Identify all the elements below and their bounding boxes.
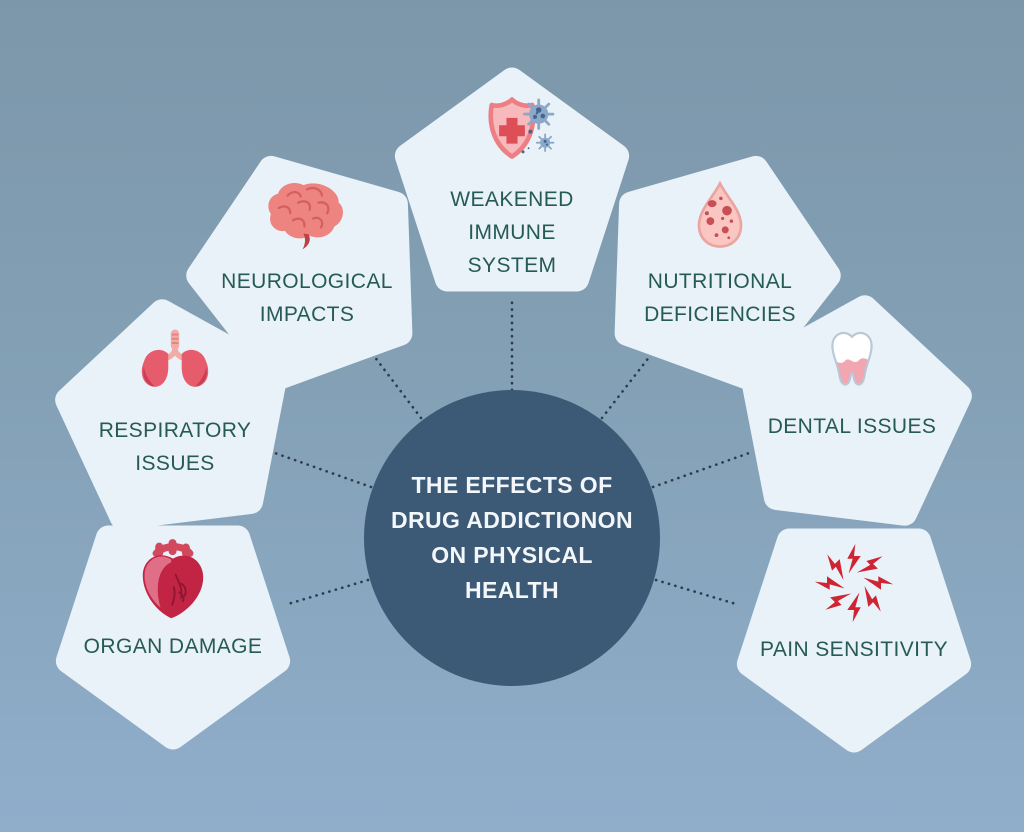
node-label: NEUROLOGICAL IMPACTS (221, 270, 393, 326)
center-title-circle: THE EFFECTS OF DRUG ADDICTIONON ON PHYSI… (364, 390, 660, 686)
connector-line (651, 450, 754, 489)
pentagon-shape (55, 299, 288, 530)
connector-line (286, 578, 370, 606)
pentagon-shape (394, 67, 630, 292)
pentagon-shape (186, 155, 413, 390)
node-label: NUTRITIONAL DEFICIENCIES (644, 270, 796, 326)
brain-icon (263, 174, 351, 256)
connector-line (372, 354, 423, 420)
node-label: RESPIRATORY ISSUES (98, 419, 252, 475)
node-neurological-impacts: NEUROLOGICAL IMPACTS (182, 142, 432, 392)
node-label: PAIN SENSITIVITY (759, 638, 949, 661)
node-respiratory-issues: RESPIRATORY ISSUES (50, 291, 300, 541)
node-nutritional-deficiencies: NUTRITIONAL DEFICIENCIES (595, 142, 845, 392)
title-line: HEALTH (465, 577, 559, 603)
pentagon-shape (739, 295, 972, 526)
pain-burst-icon (809, 542, 899, 624)
shield-cross-virus-icon (464, 92, 560, 174)
lungs-icon (133, 323, 217, 405)
title-line: THE EFFECTS OF (411, 472, 613, 498)
node-label: ORGAN DAMAGE (83, 635, 263, 658)
node-pain-sensitivity: PAIN SENSITIVITY (729, 510, 979, 760)
connector-line (600, 354, 652, 420)
node-weakened-immune-system: WEAKENED IMMUNE SYSTEM (387, 60, 637, 310)
pentagon-shape (614, 155, 841, 390)
droplet-spots-icon (692, 174, 748, 256)
connector-line (270, 450, 373, 489)
connector-line (654, 578, 738, 606)
pentagon-shape (55, 525, 291, 750)
node-organ-damage: ORGAN DAMAGE (48, 507, 298, 757)
title-line: DRUG ADDICTIONON (391, 507, 633, 533)
title-line: ON PHYSICAL (431, 542, 593, 568)
node-label: WEAKENED IMMUNE SYSTEM (450, 188, 574, 277)
node-label: DENTAL ISSUES (767, 415, 937, 438)
anatomical-heart-icon (133, 539, 213, 621)
tooth-icon (820, 319, 884, 401)
node-dental-issues: DENTAL ISSUES (727, 287, 977, 537)
pentagon-shape (736, 528, 972, 753)
